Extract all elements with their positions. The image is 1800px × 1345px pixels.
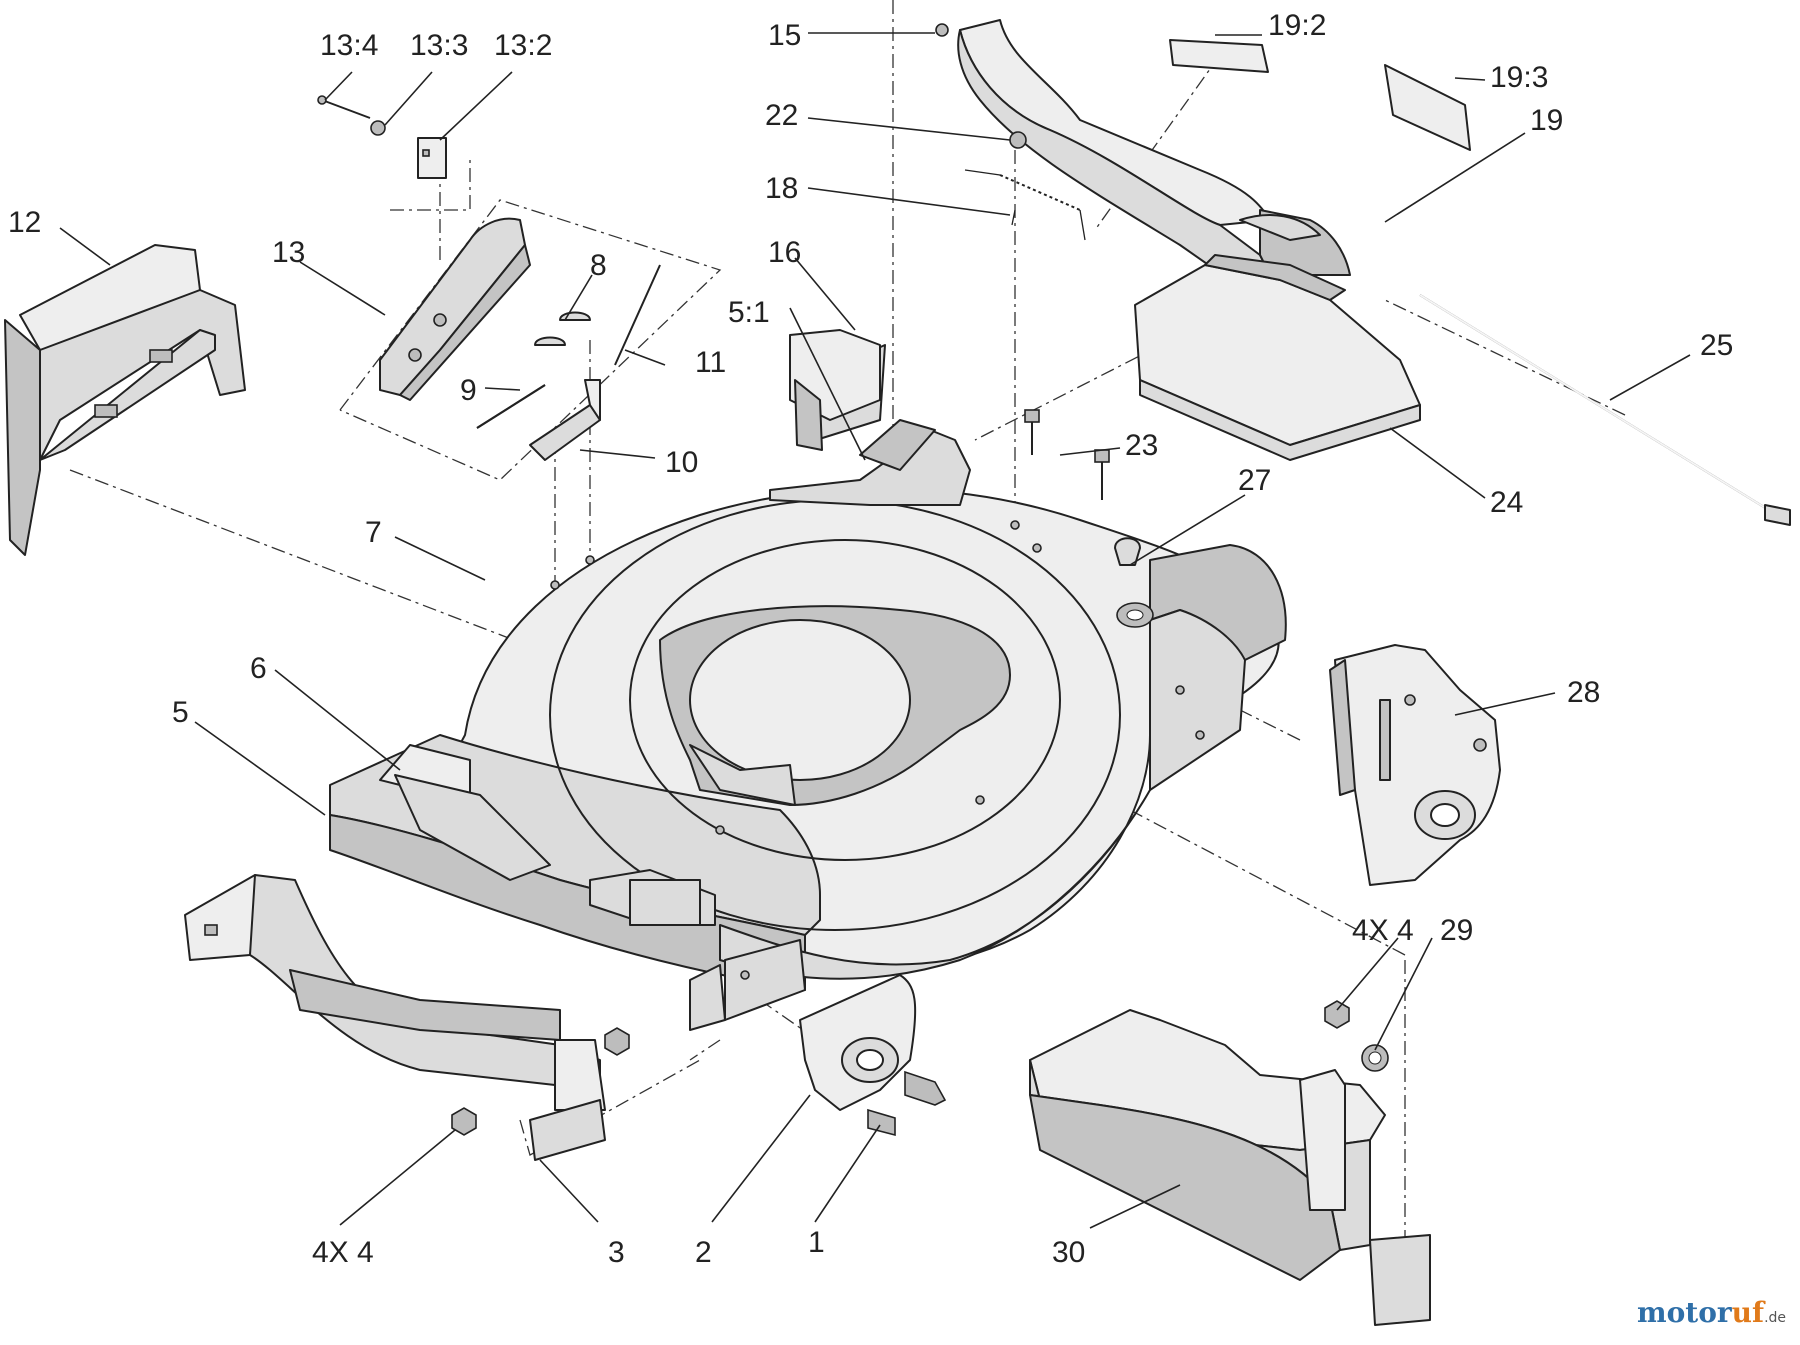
part-12-rear-door <box>4 244 246 556</box>
callout-22: 22 <box>765 99 798 132</box>
callout-15: 15 <box>768 19 801 52</box>
callout-13-4: 13:4 <box>320 29 378 62</box>
callout-10: 10 <box>665 446 698 479</box>
leader-lines <box>59 32 1691 1229</box>
callout-18: 18 <box>765 172 798 205</box>
callout-25: 25 <box>1700 329 1733 362</box>
part-25-rod <box>1419 294 1791 526</box>
callout-2: 2 <box>695 1236 712 1269</box>
part-8-9-10-11 <box>476 264 661 461</box>
callout-19-2: 19:2 <box>1268 9 1326 42</box>
callout-6: 6 <box>250 652 267 685</box>
callout-30: 30 <box>1052 1236 1085 1269</box>
callout-24: 24 <box>1490 486 1523 519</box>
watermark-brand-a: motor <box>1637 1296 1733 1329</box>
callout-27: 27 <box>1238 464 1271 497</box>
callout-19: 19 <box>1530 104 1563 137</box>
part-3-front-bracket <box>184 874 630 1161</box>
callout-28: 28 <box>1567 676 1600 709</box>
callout-19-3: 19:3 <box>1490 61 1548 94</box>
callout-23: 23 <box>1125 429 1158 462</box>
callout-13-2: 13:2 <box>494 29 552 62</box>
part-24-baffle <box>1134 254 1421 461</box>
part-13-handle-bracket <box>317 95 531 401</box>
part-28-axle-bracket <box>1329 644 1501 886</box>
callout-4x4-left: 4X 4 <box>312 1236 374 1269</box>
deck-chute <box>769 329 971 506</box>
callout-1: 1 <box>808 1226 825 1259</box>
watermark-logo: motoruf.de <box>1637 1296 1786 1329</box>
callout-12: 12 <box>8 206 41 239</box>
part-23-27-bolts <box>1024 409 1154 628</box>
callout-4x4-right: 4X 4 <box>1352 914 1414 947</box>
callout-29: 29 <box>1440 914 1473 947</box>
callout-labels: 15 19:2 19:3 19 22 18 16 5:1 13:4 13:3 1… <box>8 9 1733 1269</box>
callout-11: 11 <box>695 346 726 379</box>
callout-9: 9 <box>460 374 477 407</box>
callout-5-1: 5:1 <box>728 296 770 329</box>
mower-deck <box>329 487 1287 1031</box>
watermark-suffix: .de <box>1764 1310 1786 1326</box>
callout-3: 3 <box>608 1236 625 1269</box>
part-19-handle <box>935 19 1471 281</box>
part-30-mulch-plug <box>1029 1000 1431 1326</box>
callout-13: 13 <box>272 236 305 269</box>
callout-8: 8 <box>590 249 607 282</box>
callout-7: 7 <box>365 516 382 549</box>
svg-text:motoruf.de: motoruf.de <box>1637 1296 1786 1329</box>
callout-5: 5 <box>172 696 189 729</box>
watermark-brand-b: uf <box>1732 1296 1766 1329</box>
callout-16: 16 <box>768 236 801 269</box>
part-2-front-axle-bracket <box>799 974 947 1137</box>
callout-13-3: 13:3 <box>410 29 468 62</box>
